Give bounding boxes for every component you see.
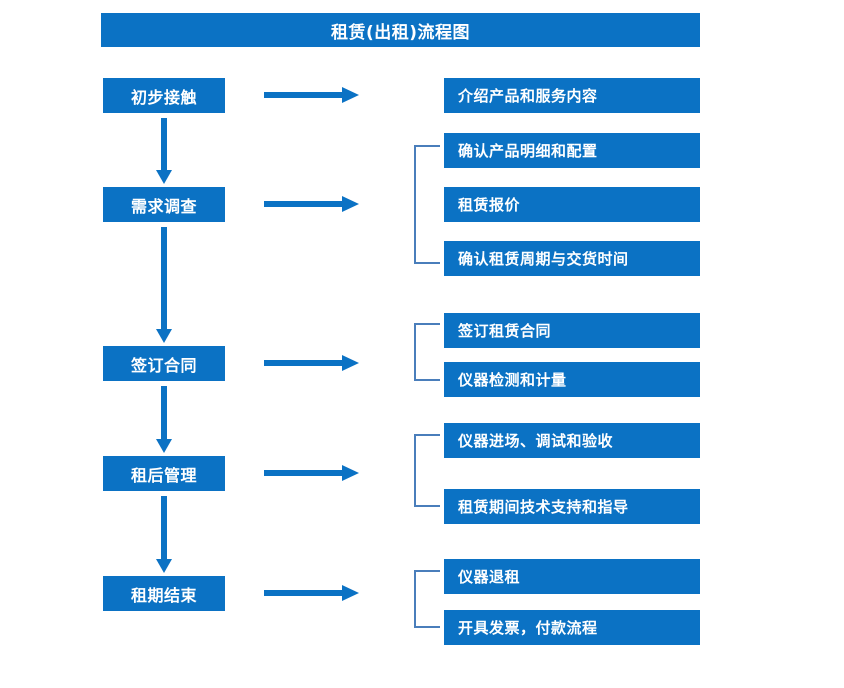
arrow-shaft <box>264 360 344 366</box>
stage-box-需求调查[interactable]: 需求调查 <box>103 187 225 222</box>
arrow-head-icon <box>342 196 359 212</box>
diagram-title: 租赁(出租)流程图 <box>101 13 700 47</box>
detail-box-仪器检测和计量[interactable]: 仪器检测和计量 <box>444 362 700 397</box>
detail-box-签订租赁合同[interactable]: 签订租赁合同 <box>444 313 700 348</box>
arrow-head-icon <box>342 465 359 481</box>
arrow-head-icon <box>342 585 359 601</box>
detail-box-开具发票付款流程[interactable]: 开具发票，付款流程 <box>444 610 700 645</box>
vertical-arrow-stage3-stage4 <box>155 386 173 453</box>
arrow-head-icon <box>342 87 359 103</box>
vertical-arrow-stage1-stage2 <box>155 118 173 184</box>
horizontal-arrow-stage5 <box>264 584 360 602</box>
detail-box-租赁期间技术支持和指导[interactable]: 租赁期间技术支持和指导 <box>444 489 700 524</box>
group-bracket-签订合同 <box>414 323 440 381</box>
stage-box-签订合同[interactable]: 签订合同 <box>103 346 225 381</box>
arrow-shaft <box>264 590 344 596</box>
detail-box-介绍产品和服务内容[interactable]: 介绍产品和服务内容 <box>444 78 700 113</box>
group-bracket-需求调查 <box>414 145 440 264</box>
arrow-shaft <box>264 470 344 476</box>
horizontal-arrow-stage2 <box>264 195 360 213</box>
group-bracket-租后管理 <box>414 434 440 507</box>
stage-box-初步接触[interactable]: 初步接触 <box>103 78 225 113</box>
arrow-head-icon <box>156 170 172 184</box>
detail-box-仪器进场调试和验收[interactable]: 仪器进场、调试和验收 <box>444 423 700 458</box>
horizontal-arrow-stage4 <box>264 464 360 482</box>
arrow-shaft <box>264 92 344 98</box>
horizontal-arrow-stage3 <box>264 354 360 372</box>
vertical-arrow-stage4-stage5 <box>155 496 173 573</box>
arrow-shaft <box>161 118 167 170</box>
group-bracket-租期结束 <box>414 570 440 628</box>
arrow-shaft <box>161 496 167 559</box>
arrow-shaft <box>161 386 167 439</box>
arrow-shaft <box>264 201 344 207</box>
detail-box-确认租赁周期与交货时间[interactable]: 确认租赁周期与交货时间 <box>444 241 700 276</box>
horizontal-arrow-stage1 <box>264 86 360 104</box>
detail-box-确认产品明细和配置[interactable]: 确认产品明细和配置 <box>444 133 700 168</box>
stage-box-租期结束[interactable]: 租期结束 <box>103 576 225 611</box>
vertical-arrow-stage2-stage3 <box>155 227 173 343</box>
detail-box-租赁报价[interactable]: 租赁报价 <box>444 187 700 222</box>
arrow-shaft <box>161 227 167 329</box>
arrow-head-icon <box>342 355 359 371</box>
arrow-head-icon <box>156 439 172 453</box>
stage-box-租后管理[interactable]: 租后管理 <box>103 456 225 491</box>
arrow-head-icon <box>156 559 172 573</box>
detail-box-仪器退租[interactable]: 仪器退租 <box>444 559 700 594</box>
arrow-head-icon <box>156 329 172 343</box>
